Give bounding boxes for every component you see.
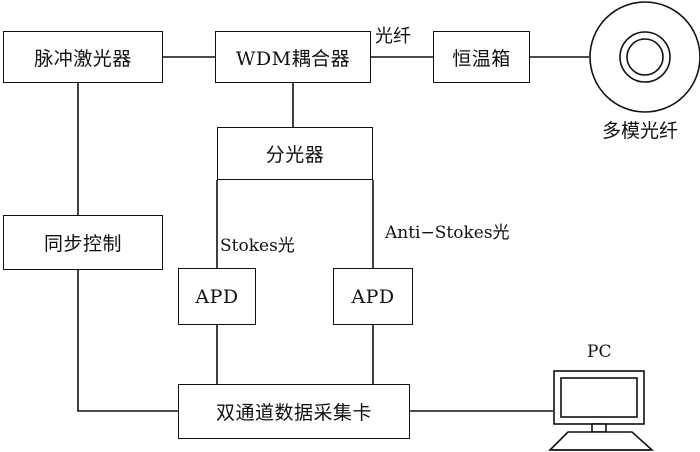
sync-control-box: 同步控制 [3,215,163,270]
pc-computer-icon [548,370,655,451]
pc-label: PC [587,342,612,362]
daq-card-box: 双通道数据采集卡 [178,384,410,439]
pulse-laser-box: 脉冲激光器 [3,31,163,83]
wdm-coupler-box: WDM耦合器 [215,31,371,83]
multimode-fiber-label: 多模光纤 [602,120,679,142]
stokes-label: Stokes光 [220,236,295,256]
fiber-coil-icon [589,1,700,113]
line-sync-daq [77,270,178,412]
anti-stokes-label: Anti−Stokes光 [385,223,510,243]
fiber-label: 光纤 [375,26,411,47]
splitter-box: 分光器 [217,127,373,180]
apd-right-box: APD [333,268,413,325]
apd-left-box: APD [178,268,256,325]
thermostat-box: 恒温箱 [433,31,530,83]
